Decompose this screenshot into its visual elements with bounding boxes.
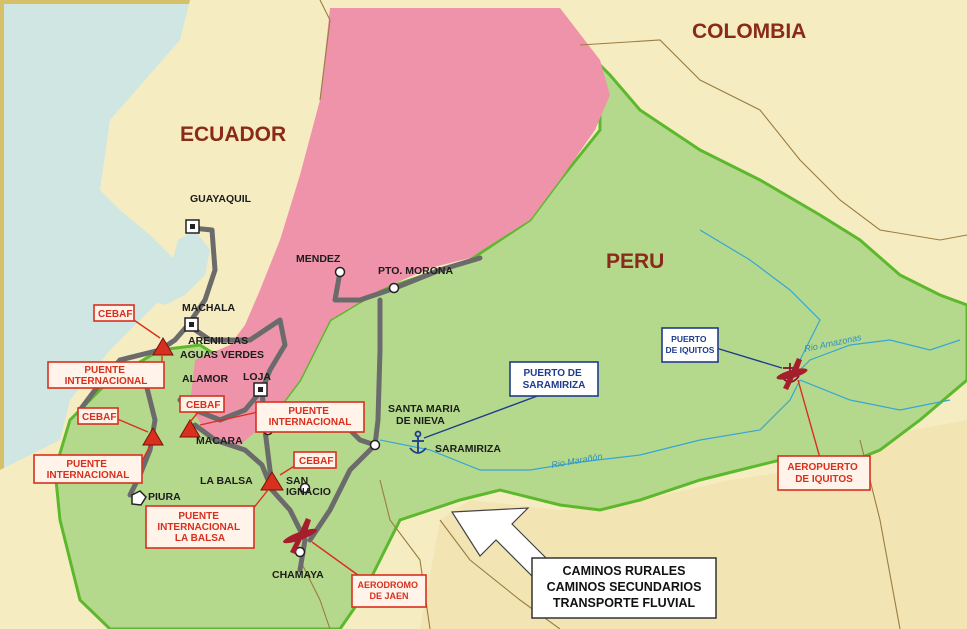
gulf-inlet bbox=[150, 230, 210, 305]
puerto-saramiriza-line-2: SARAMIRIZA bbox=[523, 380, 586, 391]
puente-la-balsa-line-2: INTERNACIONAL bbox=[157, 522, 240, 533]
puerto-saramiriza-text: PUERTO DE SARAMIRIZA bbox=[523, 368, 586, 391]
road-mendez-morona bbox=[332, 255, 483, 303]
city-label-aguas-verdes: AGUAS VERDES bbox=[180, 349, 264, 361]
callout-aerodromo-de-jaen: AERODROMO DE JAEN bbox=[311, 541, 427, 608]
airplane-icon-jaen bbox=[283, 518, 317, 554]
callout-puente-internacional-la-balsa: PUENTE INTERNACIONAL LA BALSA bbox=[145, 489, 269, 549]
callout-puerto-de-saramiriza: PUERTO DE SARAMIRIZA bbox=[423, 361, 599, 439]
callout-puente-internacional-1: PUENTE INTERNACIONAL bbox=[47, 356, 165, 389]
aeropuerto-iquitos-line-2: DE IQUITOS bbox=[795, 474, 853, 485]
callout-puente-internacional-2: PUENTE INTERNACIONAL bbox=[33, 445, 151, 484]
river-north bbox=[699, 229, 821, 361]
puente-la-balsa-line-1: PUENTE bbox=[178, 511, 219, 522]
callout-cebaf-4-text: CEBAF bbox=[299, 456, 333, 467]
puente-1-line-2: INTERNACIONAL bbox=[65, 376, 148, 387]
road-machala-loja bbox=[177, 317, 288, 423]
legend-item-2: CAMINOS SECUNDARIOS bbox=[547, 580, 702, 594]
legend-item-3: TRANSPORTE FLUVIAL bbox=[553, 596, 696, 610]
aeropuerto-iquitos-line-1: AEROPUERTO bbox=[787, 462, 858, 473]
puente-2-line-1: PUENTE bbox=[66, 459, 107, 470]
river-tributary bbox=[799, 379, 951, 411]
city-label-pto-morona: PTO. MORONA bbox=[378, 265, 453, 277]
santa-maria-line-1: SANTA MARIA bbox=[388, 403, 461, 415]
callout-cebaf-1: CEBAF bbox=[93, 304, 161, 339]
puente-la-balsa-line-3: LA BALSA bbox=[175, 533, 225, 544]
callout-cebaf-1-text: CEBAF bbox=[98, 309, 132, 320]
legend-box: CAMINOS RURALES CAMINOS SECUNDARIOS TRAN… bbox=[531, 557, 717, 619]
puente-2-text: PUENTE INTERNACIONAL bbox=[47, 459, 130, 481]
road-morona-nieva bbox=[372, 297, 383, 448]
road-nieva-chamaya bbox=[307, 442, 378, 543]
puente-1-text: PUENTE INTERNACIONAL bbox=[65, 365, 148, 387]
river-amazonas bbox=[789, 339, 961, 381]
legend-item-1: CAMINOS RURALES bbox=[563, 564, 686, 578]
callout-cebaf-2-text: CEBAF bbox=[82, 412, 116, 423]
aerodromo-jaen-text: AERODROMO DE JAEN bbox=[357, 580, 420, 601]
puente-3-line-2: INTERNACIONAL bbox=[269, 417, 352, 428]
callout-puerto-de-iquitos: PUERTO DE IQUITOS bbox=[661, 327, 783, 369]
puente-3-text: PUENTE INTERNACIONAL bbox=[269, 406, 352, 428]
border-ecuador-north bbox=[319, 0, 331, 101]
santa-maria-line-2: DE NIEVA bbox=[396, 415, 445, 427]
callout-aeropuerto-de-iquitos: AEROPUERTO DE IQUITOS bbox=[777, 379, 871, 491]
city-label-chamaya: CHAMAYA bbox=[272, 569, 324, 581]
callout-cebaf-3: CEBAF bbox=[179, 395, 225, 423]
puerto-iquitos-line-2: DE IQUITOS bbox=[666, 345, 715, 355]
puente-3-line-1: PUENTE bbox=[288, 406, 329, 417]
river-maranon bbox=[379, 379, 801, 471]
puente-1-line-1: PUENTE bbox=[84, 365, 125, 376]
san-ignacio-line-1: SAN bbox=[286, 475, 308, 487]
city-label-piura: PIURA bbox=[148, 491, 181, 503]
country-label-peru: PERU bbox=[606, 250, 664, 273]
border-colombia bbox=[579, 39, 967, 241]
city-label-la-balsa: LA BALSA bbox=[200, 475, 253, 487]
border-crossing-markers bbox=[142, 337, 284, 491]
city-label-loja: LOJA bbox=[243, 371, 271, 383]
puerto-saramiriza-line-1: PUERTO DE bbox=[524, 368, 582, 379]
zone-pink bbox=[190, 8, 610, 445]
puente-2-line-2: INTERNACIONAL bbox=[47, 470, 130, 481]
city-label-guayaquil: GUAYAQUIL bbox=[190, 193, 252, 205]
callout-cebaf-2: CEBAF bbox=[77, 407, 149, 433]
city-label-santa-maria-de-nieva: SANTA MARIA DE NIEVA bbox=[388, 403, 463, 427]
country-label-ecuador: ECUADOR bbox=[180, 123, 286, 146]
aerodromo-jaen-line-2: DE JAEN bbox=[369, 591, 408, 601]
city-label-san-ignacio: SAN IGNACIO bbox=[286, 475, 331, 498]
secondary-road-3 bbox=[299, 559, 331, 629]
callout-cebaf-3-text: CEBAF bbox=[186, 400, 220, 411]
city-label-arenillas: ARENILLAS bbox=[188, 335, 248, 347]
callout-puente-internacional-3: PUENTE INTERNACIONAL bbox=[199, 401, 365, 433]
san-ignacio-line-2: IGNACIO bbox=[286, 486, 331, 498]
city-label-alamor: ALAMOR bbox=[182, 373, 228, 385]
city-label-machala: MACHALA bbox=[182, 302, 235, 314]
aerodromo-jaen-line-1: AERODROMO bbox=[357, 580, 418, 590]
puerto-iquitos-text: PUERTO DE IQUITOS bbox=[666, 334, 715, 355]
city-label-mendez: MENDEZ bbox=[296, 253, 341, 265]
puente-la-balsa-text: PUENTE INTERNACIONAL LA BALSA bbox=[157, 511, 242, 544]
city-label-saramiriza: SARAMIRIZA bbox=[435, 443, 501, 455]
country-label-colombia: COLOMBIA bbox=[692, 20, 806, 43]
puerto-iquitos-line-1: PUERTO bbox=[671, 334, 707, 344]
airplane-icon-iquitos bbox=[776, 358, 808, 390]
callout-cebaf-4: CEBAF bbox=[279, 451, 337, 476]
city-label-macara: MACARA bbox=[196, 435, 243, 447]
anchor-icon bbox=[409, 430, 427, 454]
aeropuerto-iquitos-text: AEROPUERTO DE IQUITOS bbox=[787, 462, 860, 485]
